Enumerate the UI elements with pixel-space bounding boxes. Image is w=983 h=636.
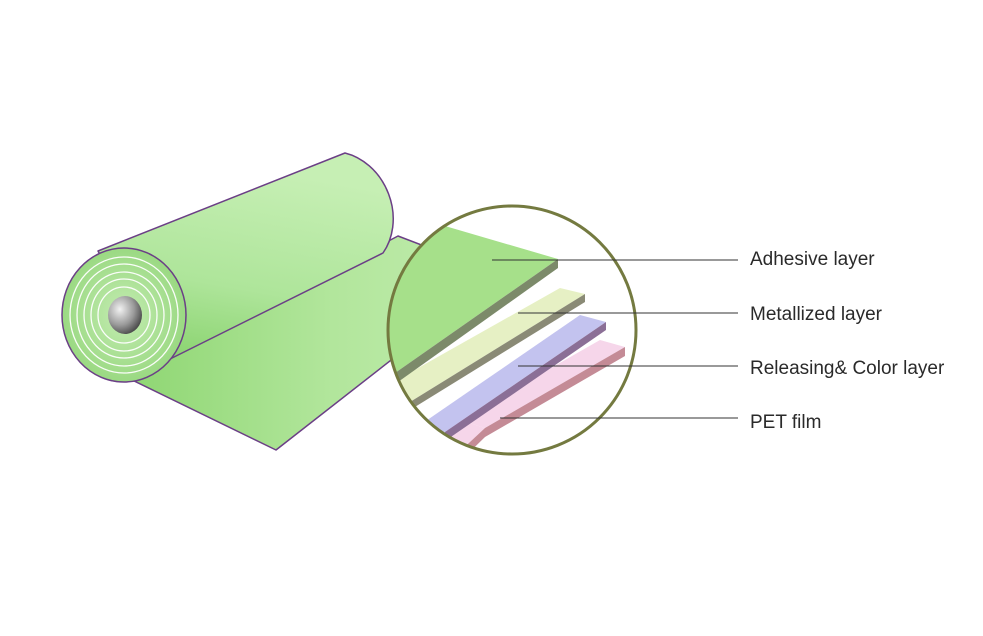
adhesive-layer [388, 225, 558, 376]
roll-core-hole [108, 296, 142, 334]
label-adhesive-layer: Adhesive layer [750, 249, 875, 270]
magnifier [386, 204, 638, 456]
metallized-layer [388, 288, 585, 402]
label-pet-film: PET film [750, 412, 822, 433]
label-metallized-layer: Metallized layer [750, 304, 882, 325]
label-releasing-color-layer: Releasing& Color layer [750, 358, 945, 379]
pet-film-layer [460, 340, 625, 428]
magnifier-ring [386, 204, 638, 456]
releasing-color-layer [420, 315, 606, 432]
leader-lines [492, 259, 738, 419]
roll-end-face [61, 247, 187, 383]
